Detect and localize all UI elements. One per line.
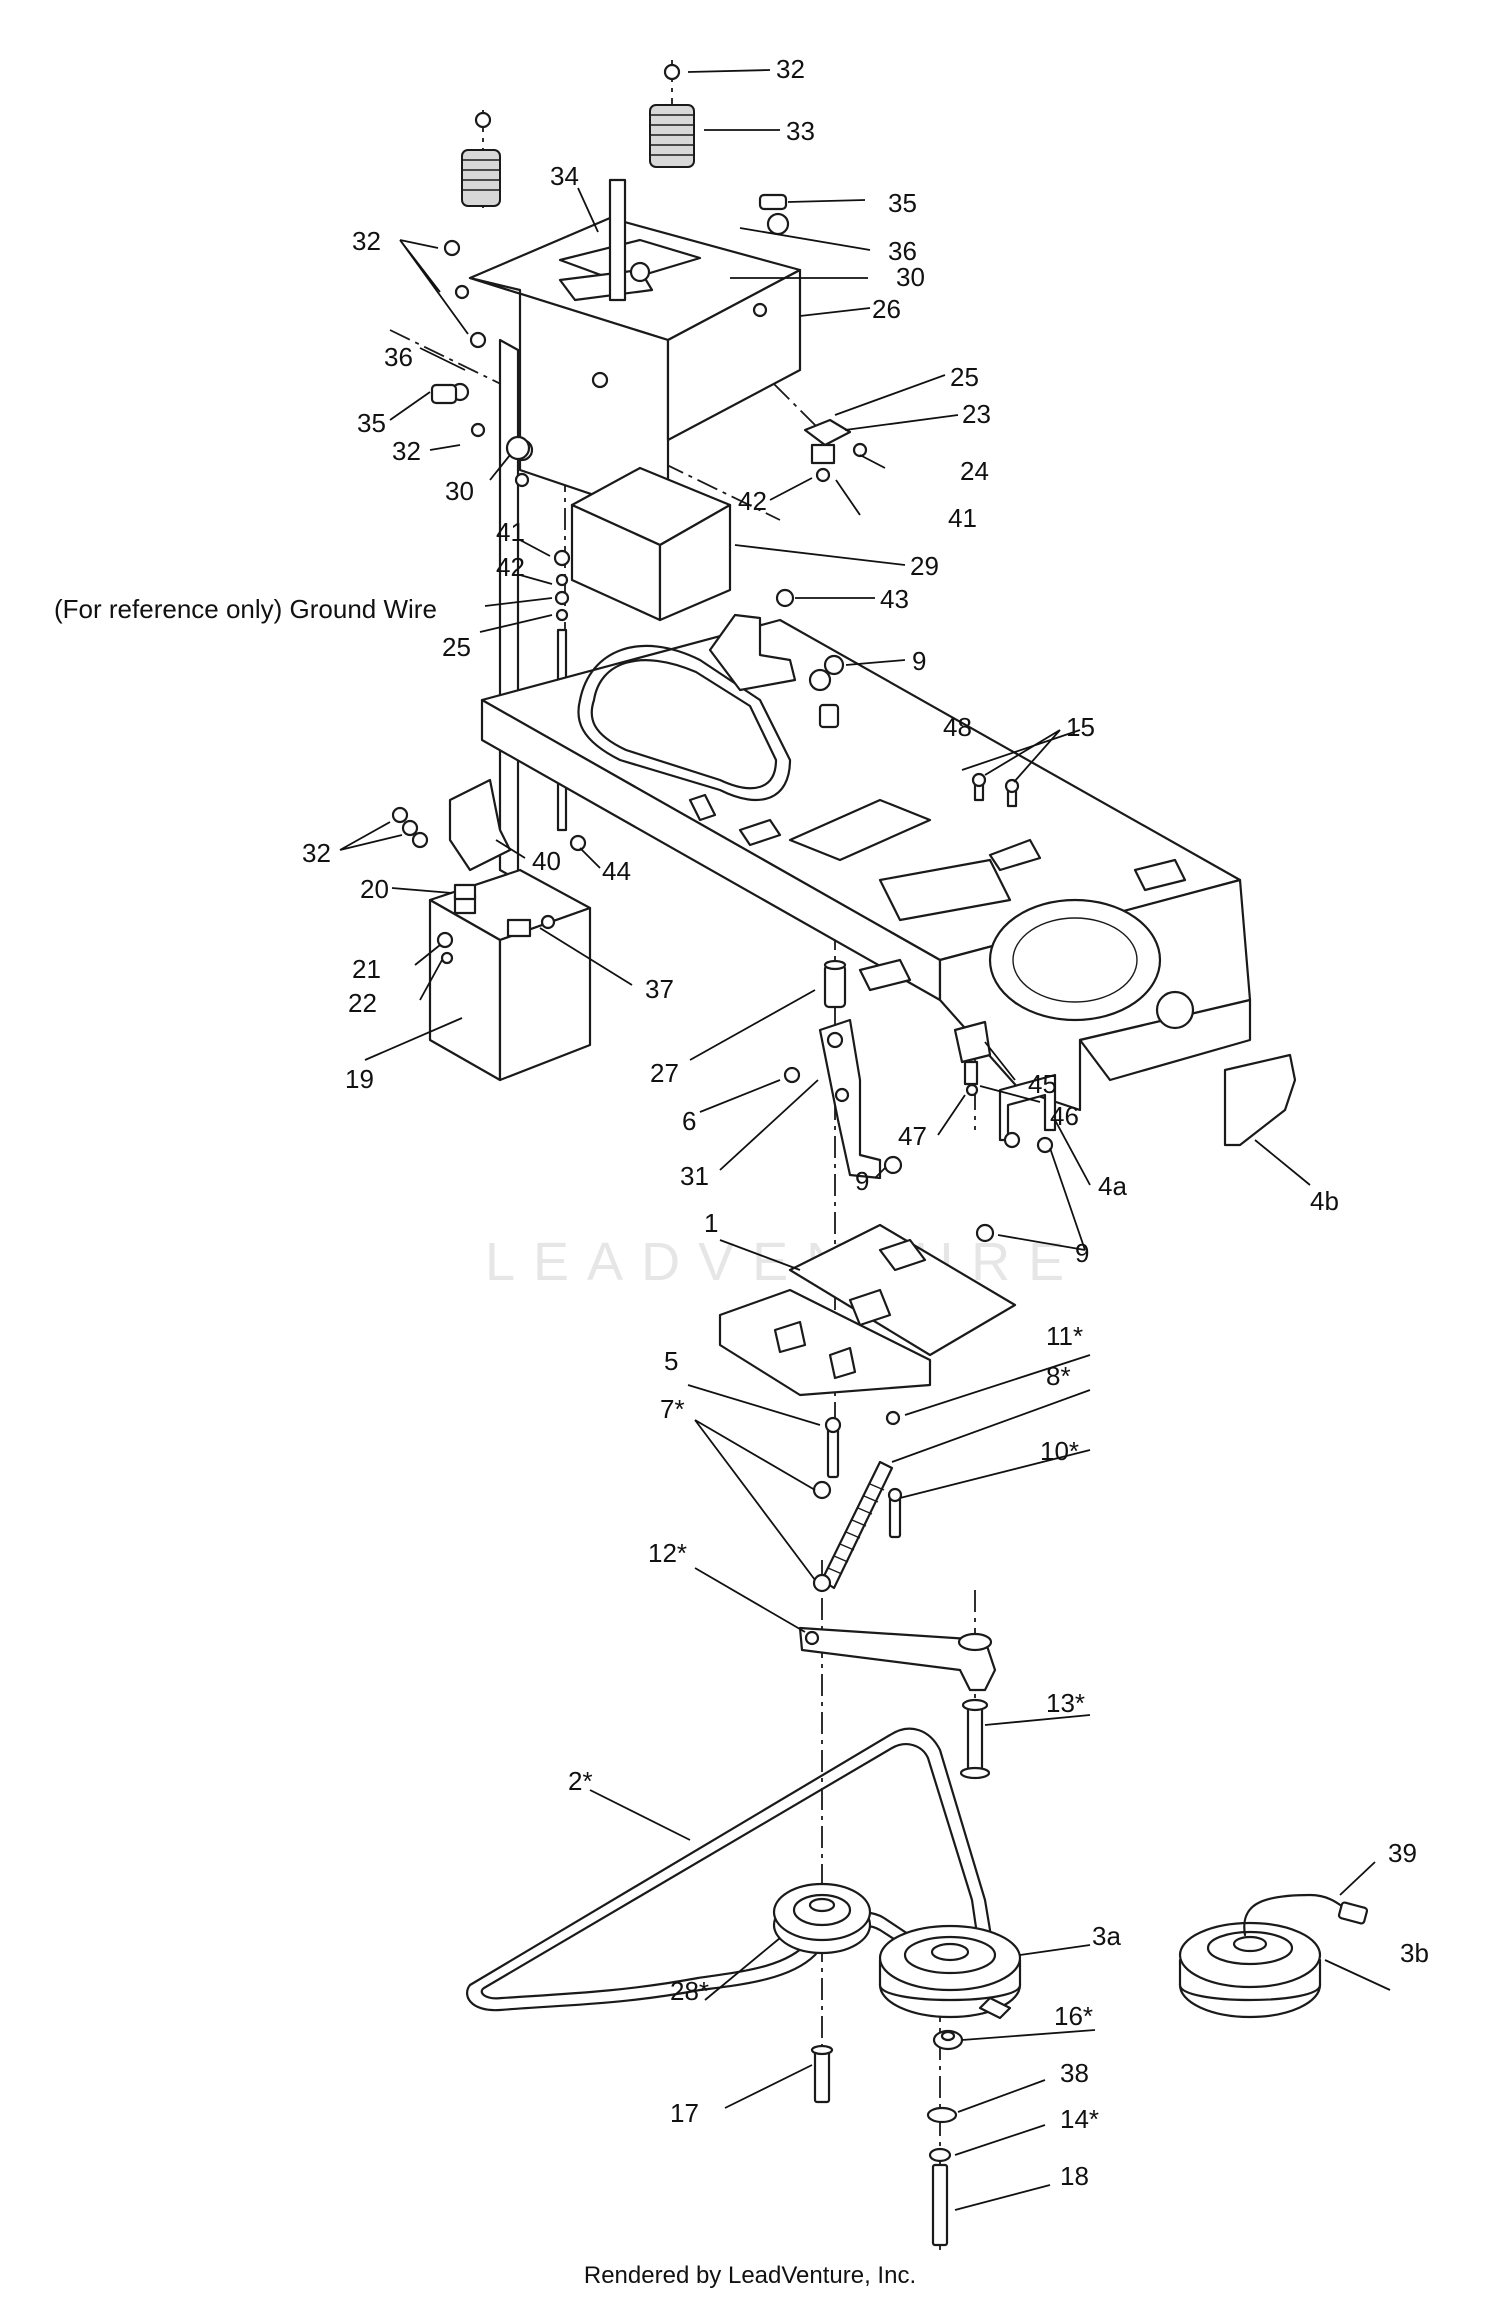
- callout-6: 6: [682, 1106, 696, 1136]
- callout-46: 46: [1050, 1101, 1079, 1131]
- callout-21: 21: [352, 954, 381, 984]
- callout-30-left: 30: [445, 476, 474, 506]
- nut-9-mid: [883, 1155, 903, 1175]
- callout-27: 27: [650, 1058, 679, 1088]
- callout-34: 34: [550, 161, 579, 191]
- screws-15: [971, 772, 1020, 808]
- callout-28: 28*: [670, 1976, 709, 2006]
- callout-42-left: 42: [496, 552, 525, 582]
- callout-19: 19: [345, 1064, 374, 1094]
- clutch-3b: [1178, 1893, 1369, 2019]
- callout-9-top: 9: [912, 646, 926, 676]
- callout-24: 24: [960, 456, 989, 486]
- callout-35-left: 35: [357, 408, 386, 438]
- plate-1: [718, 1223, 1017, 1397]
- clutch-hardware: [926, 2029, 964, 2247]
- callout-35-right: 35: [888, 188, 917, 218]
- bracket-4b: [1223, 1053, 1297, 1147]
- leader-lines: [339, 69, 1391, 2211]
- callout-41-right: 41: [948, 503, 977, 533]
- idler-arm-12: [798, 1626, 997, 1692]
- callout-8: 8*: [1046, 1361, 1071, 1391]
- callout-12: 12*: [648, 1538, 687, 1568]
- callout-16: 16*: [1054, 2001, 1093, 2031]
- callout-31: 31: [680, 1161, 709, 1191]
- callout-17: 14*: [1060, 2104, 1099, 2134]
- callout-11: 11*: [1046, 1321, 1083, 1351]
- bolt-13: [959, 1698, 991, 1780]
- callout-1: 1: [704, 1208, 718, 1238]
- callout-13: 13*: [1046, 1688, 1085, 1718]
- spacer-27: [823, 959, 847, 1009]
- ground-wire-note: (For reference only) Ground Wire: [54, 594, 437, 624]
- callout-45: 45: [1028, 1069, 1057, 1099]
- callout-4a: 4a: [1098, 1171, 1127, 1201]
- callout-44: 44: [602, 856, 631, 886]
- panel-29: [570, 466, 732, 622]
- callout-5: 5: [664, 1346, 678, 1376]
- callout-37: 37: [645, 974, 674, 1004]
- callout-33: 33: [786, 116, 815, 146]
- callout-22: 22: [348, 988, 377, 1018]
- seat-spring-33: [461, 63, 695, 207]
- bracket-40: [391, 778, 587, 872]
- callout-36-left: 36: [384, 342, 413, 372]
- callout-43: 43: [880, 584, 909, 614]
- callout-32-left: 32: [352, 226, 381, 256]
- switch-23: [803, 418, 868, 483]
- callout-36-right: 36: [888, 236, 917, 266]
- callout-25-left: 25: [442, 632, 471, 662]
- watermark-text: LEADVENTURE: [485, 1232, 1082, 1292]
- pin-14: [810, 2044, 834, 2104]
- callout-10: 10*: [1040, 1436, 1079, 1466]
- callout-47: 47: [898, 1121, 927, 1151]
- nut-9-lower: [975, 1223, 995, 1243]
- main-frame-48: [480, 618, 1252, 1112]
- callout-39: 39: [1388, 1838, 1417, 1868]
- pulley-28: [772, 1882, 872, 1955]
- bracket-43: [708, 588, 797, 692]
- spring-assembly: [812, 1410, 903, 1593]
- nut-9-upper: [823, 654, 845, 676]
- battery-19: [428, 868, 592, 1082]
- callout-9-lower: 9: [1075, 1238, 1089, 1268]
- callout-20: 20: [360, 874, 389, 904]
- callout-4b: 4b: [1310, 1186, 1339, 1216]
- callout-32-mid: 32: [392, 436, 421, 466]
- callout-23: 23: [962, 399, 991, 429]
- render-credit-footer: Rendered by LeadVenture, Inc.: [583, 2262, 917, 2289]
- callout-2: 2*: [568, 1766, 593, 1796]
- callout-48: 48: [943, 712, 972, 742]
- seat-bracket-26: [468, 178, 802, 522]
- callout-15: 15: [1066, 712, 1095, 742]
- callout-41-left: 41: [496, 517, 525, 547]
- callout-labels: 32 33 34 35 36 30 26 32 36 35 32 30 25 2…: [54, 54, 1429, 2191]
- callout-42-right: 42: [738, 486, 767, 516]
- callout-25-right: 25: [950, 362, 979, 392]
- callout-14: 17: [670, 2098, 699, 2128]
- callout-7: 7*: [660, 1394, 685, 1424]
- bracket-31: [783, 1018, 882, 1180]
- clutch-3a: [878, 1924, 1022, 2020]
- callout-38: 38: [1060, 2058, 1089, 2088]
- callout-32-top: 32: [776, 54, 805, 84]
- switch-45: [953, 1020, 992, 1097]
- callout-9-mid: 9: [855, 1166, 869, 1196]
- callout-40: 40: [532, 846, 561, 876]
- callout-26: 26: [872, 294, 901, 324]
- callout-32-lower: 32: [302, 838, 331, 868]
- callout-3b: 3b: [1400, 1938, 1429, 1968]
- callout-29: 29: [910, 551, 939, 581]
- callout-18: 18: [1060, 2161, 1089, 2191]
- callout-3a: 3a: [1092, 1921, 1121, 1951]
- callout-30-right: 30: [896, 262, 925, 292]
- bracket-4a: [998, 1073, 1057, 1154]
